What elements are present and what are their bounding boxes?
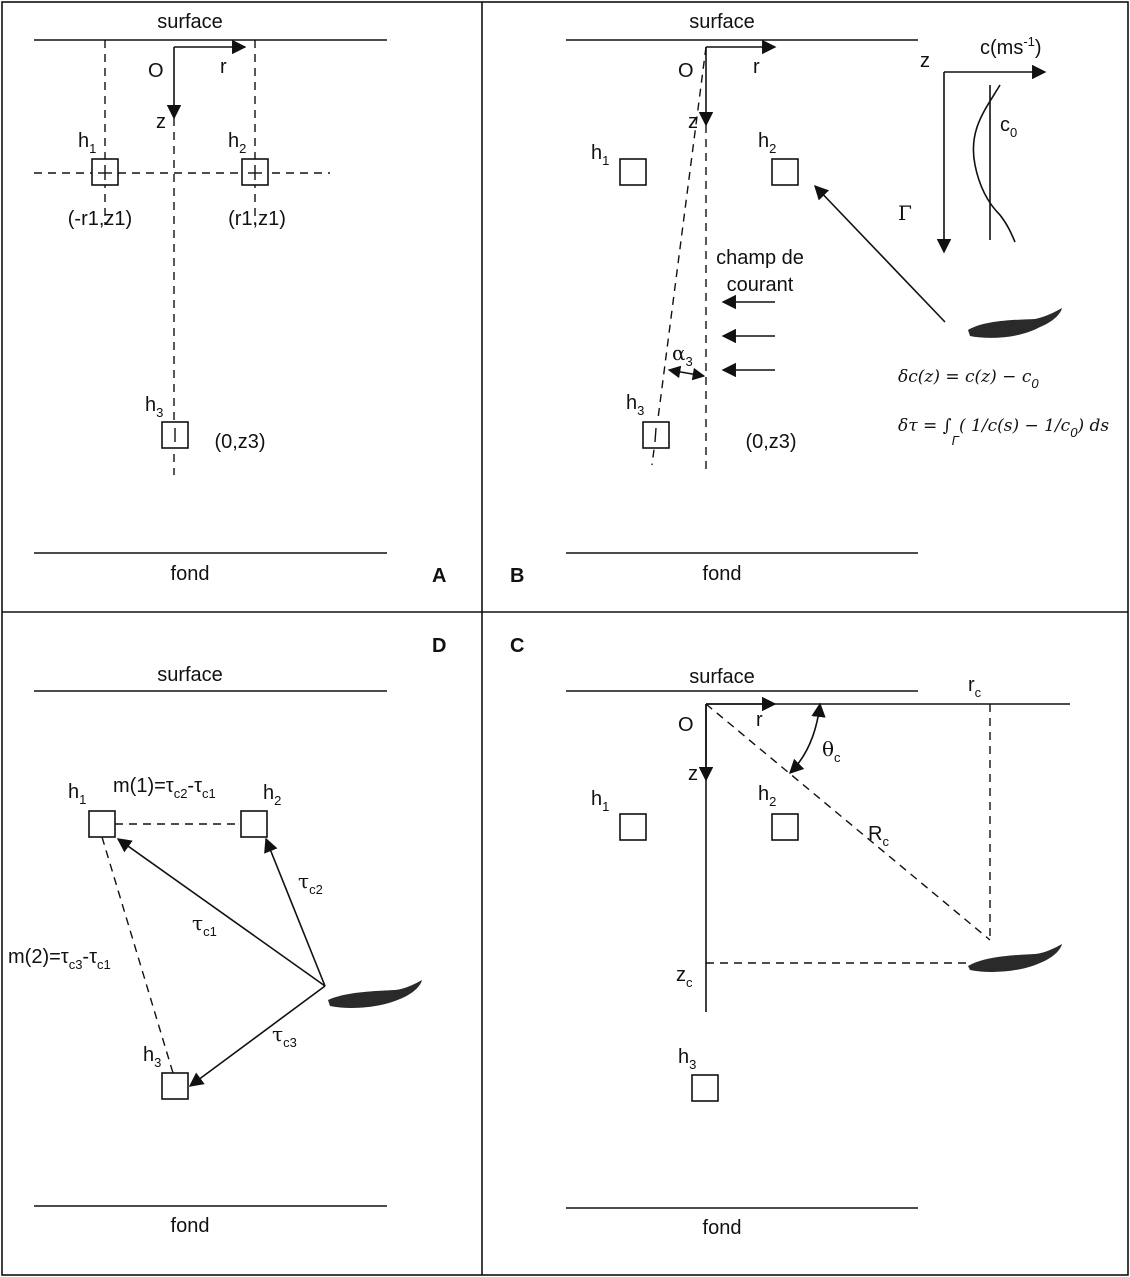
h3-label: h3 — [143, 1044, 161, 1070]
hydrophone-h1 — [619, 158, 647, 186]
hydrophone-h3 — [691, 1074, 719, 1102]
z-label: z — [688, 111, 698, 133]
hydrophone-h2 — [771, 813, 799, 841]
h3-coordinates: (0,z3) — [745, 431, 796, 453]
surface-label: surface — [689, 666, 755, 688]
hydrophone-h2 — [771, 158, 799, 186]
origin-label: O — [678, 714, 694, 736]
panel-a: surface fond A O r z h1 h2 h3 (-r1,z1) (… — [34, 11, 446, 587]
ray-tau-c3 — [188, 985, 326, 1087]
rc-label: rc — [968, 674, 982, 700]
alpha-arrow — [667, 365, 706, 381]
h2-label: h2 — [263, 782, 281, 808]
ray-tau-c2 — [264, 837, 326, 987]
panel-b: surface fond B O r z h1 h2 h3 (0,z3) cha… — [510, 11, 1109, 587]
h2-label: h2 — [758, 783, 776, 809]
panel-d: surface fond D h1 h2 h3 m(1)=τc2-τc1 m(2… — [8, 635, 446, 1237]
h2-label: h2 — [228, 130, 246, 156]
h1-label: h1 — [68, 781, 86, 807]
theta-label: θc — [822, 737, 841, 765]
profile-z-label: z — [920, 50, 930, 72]
tilted-line — [651, 46, 707, 466]
h3-label: h3 — [145, 394, 163, 420]
panel-letter: C — [510, 635, 524, 657]
c0-label: c0 — [1000, 114, 1017, 140]
h3-coordinates: (0,z3) — [214, 431, 265, 453]
origin-label: O — [148, 60, 164, 82]
bottom-label: fond — [171, 563, 210, 585]
h1-coordinates: (-r1,z1) — [68, 208, 132, 230]
ray-arrow-to-h2 — [814, 184, 946, 323]
origin-label: O — [678, 60, 694, 82]
speed-profile-curve — [972, 84, 1016, 243]
speed-axis-label: c(ms-1) — [980, 34, 1042, 59]
current-field-label-line2: courant — [727, 274, 794, 296]
surface-label: surface — [689, 11, 755, 33]
z-label: z — [688, 763, 698, 785]
Rc-label: Rc — [868, 823, 889, 849]
bottom-label: fond — [171, 1215, 210, 1237]
bottom-label: fond — [703, 563, 742, 585]
equation-delta-tau: δτ = ∫Γ( 1/c(s) − 1/c0) ds — [898, 416, 1109, 448]
hydrophone-h1 — [619, 813, 647, 841]
panel-letter: A — [432, 565, 446, 587]
hydrophone-h2 — [240, 810, 268, 838]
zc-label: zc — [676, 964, 693, 990]
h2-label: h2 — [758, 130, 776, 156]
h2-coordinates: (r1,z1) — [228, 208, 286, 230]
bottom-label: fond — [703, 1217, 742, 1239]
gamma-label: Γ — [898, 201, 912, 225]
fish-shape — [328, 980, 422, 1008]
surface-label: surface — [157, 11, 223, 33]
alpha-label: α3 — [672, 341, 693, 369]
h1-label: h1 — [591, 142, 609, 168]
h3-label: h3 — [626, 392, 644, 418]
ray-tau-c1 — [116, 838, 326, 987]
h1-label: h1 — [591, 788, 609, 814]
panel-letter: B — [510, 565, 524, 587]
m2-label: m(2)=τc3-τc1 — [8, 946, 111, 972]
theta-angle-arc — [788, 702, 826, 775]
slant-range-line — [705, 703, 991, 941]
equation-delta-c: δc(z) = c(z) − c0 — [898, 367, 1039, 391]
hydrophone-h1 — [88, 810, 116, 838]
current-field-label-line1: champ de — [716, 247, 804, 269]
fish-shape — [968, 308, 1062, 338]
panel-c: C surface fond O r z rc zc Rc θc h1 h2 h… — [510, 635, 1070, 1239]
m1-label: m(1)=τc2-τc1 — [113, 775, 216, 801]
hydrophone-h3 — [161, 1072, 189, 1100]
tau-c3-label: τc3 — [272, 1022, 297, 1050]
tau-c1-label: τc1 — [192, 911, 217, 939]
r-label: r — [756, 709, 763, 731]
panel-letter: D — [432, 635, 446, 657]
h3-label: h3 — [678, 1046, 696, 1072]
tau-c2-label: τc2 — [298, 869, 323, 897]
fish-shape — [968, 944, 1062, 972]
z-label: z — [156, 111, 166, 133]
surface-label: surface — [157, 664, 223, 686]
h1-label: h1 — [78, 130, 96, 156]
h1-h3-difference-line — [101, 836, 174, 1074]
r-label: r — [220, 56, 227, 78]
r-label: r — [753, 56, 760, 78]
